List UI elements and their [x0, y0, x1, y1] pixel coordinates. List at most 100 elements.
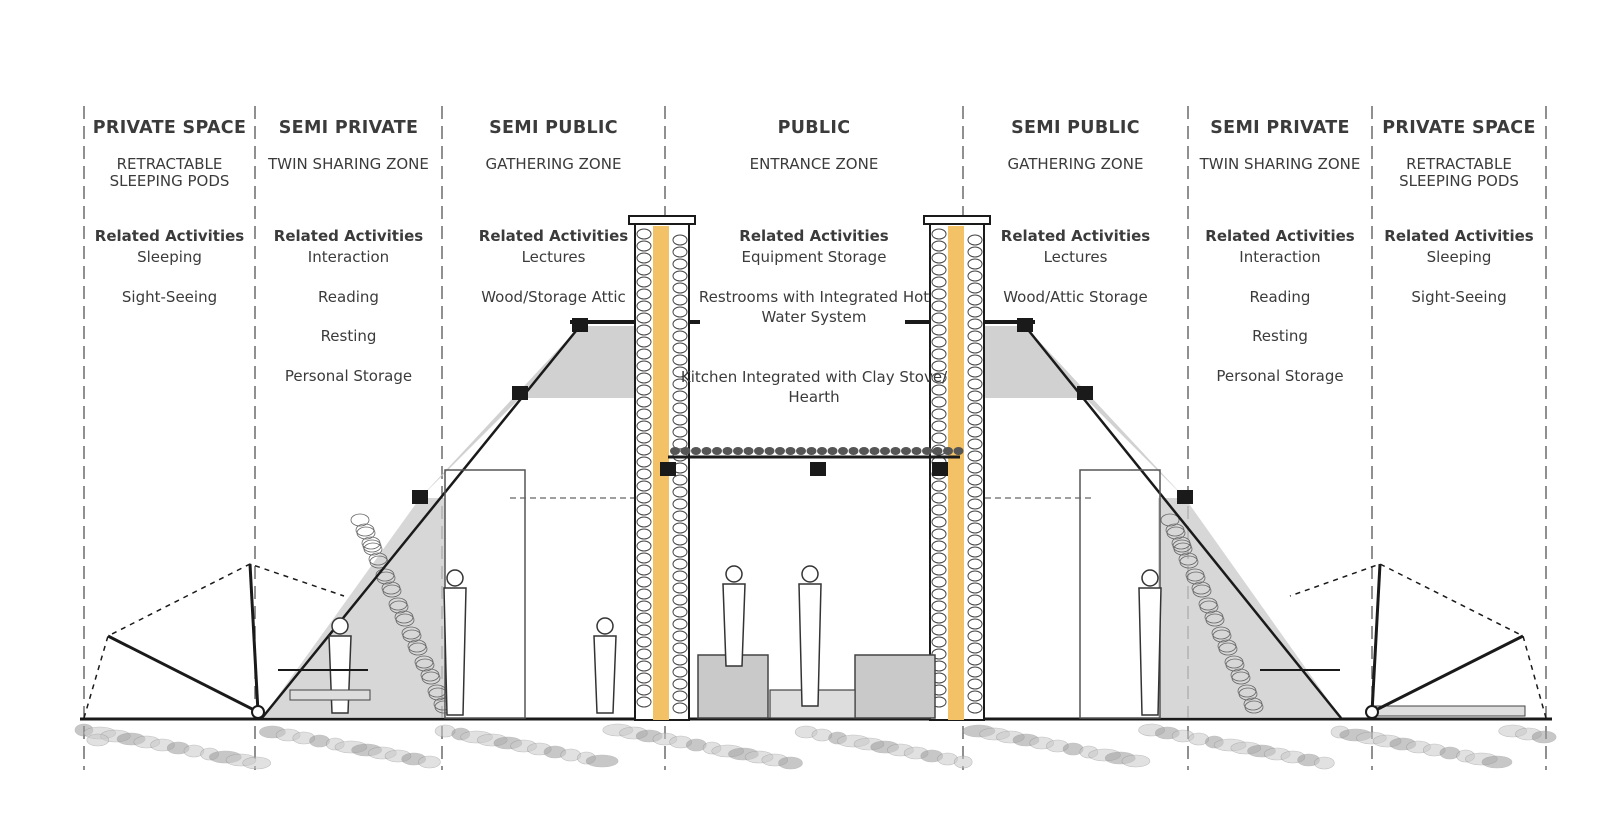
right-pod-mast [1370, 563, 1382, 713]
right-chimney-stone [931, 228, 947, 240]
left-chimney-stone [636, 312, 652, 324]
right-chimney-stone [967, 702, 983, 714]
left-chimney-stone [672, 570, 688, 582]
activity-item: Equipment Storage [741, 248, 887, 266]
zone-subtitle: TWIN SHARING ZONE [1199, 155, 1361, 173]
right-chimney-stone [967, 690, 983, 702]
central-roof-tile [691, 447, 701, 455]
left-chimney-stone [636, 384, 652, 396]
left-chimney-stone [672, 630, 688, 642]
wall-stone [401, 626, 421, 640]
left-chimney-stone [672, 282, 688, 294]
activity-item: Sight-Seeing [121, 288, 218, 306]
kitchen-counter-right [854, 654, 936, 719]
left-chimney-stone [636, 420, 652, 432]
zone-subtitle: RETRACTABLE SLEEPING PODS [1399, 155, 1519, 190]
central-roof-tile [722, 447, 733, 455]
right-pod-hinge [1365, 705, 1379, 719]
walking-person-left-body [443, 587, 467, 716]
left-chimney-stone [636, 600, 652, 612]
left-chimney-stone [636, 588, 652, 600]
bed-left [289, 689, 371, 701]
right-chimney-stone [931, 384, 947, 396]
left-chimney-stone [636, 396, 652, 408]
activity-item: Interaction [307, 248, 390, 266]
right-chimney-stone [967, 342, 983, 354]
right-chimney-stone [967, 582, 983, 594]
right-chimney-stone [931, 588, 947, 600]
right-chimney-stone [931, 420, 947, 432]
wall-stone [1211, 626, 1231, 640]
right-chimney-stone [967, 426, 983, 438]
right-chimney-stone [931, 552, 947, 564]
left-chimney-stone [672, 654, 688, 666]
right-chimney-stone [967, 522, 983, 534]
left-chimney-stone [672, 306, 688, 318]
left-chimney-stone [672, 234, 688, 246]
left-pod-arm [107, 634, 259, 714]
joint-marker [412, 490, 428, 504]
left-chimney-stone [636, 276, 652, 288]
right-chimney-stone [967, 282, 983, 294]
left-chimney-stone [636, 576, 652, 588]
central-roof-tile [869, 447, 880, 455]
activity-item: Wood/Attic Storage [1003, 288, 1148, 306]
left-chimney-stone [636, 228, 652, 240]
left-chimney-stone [672, 474, 688, 486]
left-chimney-stone [636, 264, 652, 276]
wall-stone [350, 513, 370, 527]
left-chimney-stone [636, 684, 652, 696]
right-chimney-stone [967, 678, 983, 690]
right-chimney-stone [967, 570, 983, 582]
left-chimney-stone [636, 468, 652, 480]
seated-person-center-left-body [593, 635, 617, 714]
right-chimney-stone [967, 510, 983, 522]
central-roof-tile [838, 447, 848, 455]
right-chimney-stone [967, 666, 983, 678]
wall-stone [381, 581, 401, 595]
seated-person-left-head [331, 617, 349, 635]
central-roof-tile [901, 447, 911, 455]
zone-title: SEMI PRIVATE [278, 118, 419, 138]
right-chimney-stone [967, 498, 983, 510]
left-chimney-stone [636, 564, 652, 576]
central-roof-tile [922, 447, 932, 455]
right-pod-canopy [1289, 563, 1547, 719]
right-chimney-stone [931, 240, 947, 252]
left-chimney-stone [672, 642, 688, 654]
wall-stone [1217, 639, 1237, 653]
left-chimney-stone [636, 624, 652, 636]
cook-person-left-body [722, 583, 746, 667]
zone-title: PUBLIC [777, 118, 851, 138]
walking-person-right-head [1141, 569, 1159, 587]
ground-stone [953, 755, 973, 769]
activities-heading: Related Activities [1205, 227, 1355, 245]
right-pod-arm [1371, 634, 1524, 714]
right-chimney-stone [967, 390, 983, 402]
right-chimney-stone [967, 594, 983, 606]
right-chimney-stone [931, 288, 947, 300]
left-chimney-stone [636, 552, 652, 564]
central-roof-tile [712, 447, 722, 455]
left-chimney-stone [636, 336, 652, 348]
left-chimney-stone [672, 666, 688, 678]
left-chimney-stone [672, 438, 688, 450]
zone-title: SEMI PUBLIC [1011, 118, 1140, 138]
zone-title: PRIVATE SPACE [1382, 118, 1536, 138]
central-roof-tile [911, 447, 922, 455]
wall-stone [414, 655, 434, 669]
activity-item: Sleeping [1426, 248, 1492, 266]
right-chimney-stone [967, 414, 983, 426]
joint-marker [512, 386, 528, 400]
right-chimney-stone [931, 300, 947, 312]
right-chimney-stone [931, 348, 947, 360]
activity-item: Kitchen Integrated with Clay Stove/ Hear… [680, 368, 948, 406]
left-chimney-stone [672, 486, 688, 498]
left-chimney-cap [628, 215, 696, 225]
seated-person-center-left-head [596, 617, 614, 635]
